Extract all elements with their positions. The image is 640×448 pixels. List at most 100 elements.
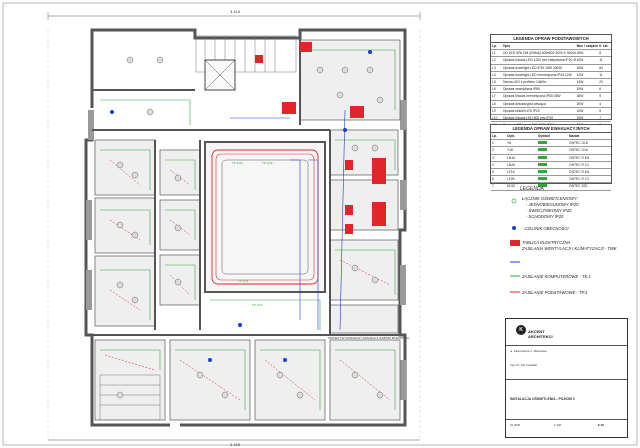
- table-cell: L8: [492, 101, 496, 106]
- legend-title: LEGENDA: [520, 186, 544, 192]
- legend-item: - JEDNOBIEGUNOWY IP20: [526, 202, 579, 207]
- table-cell: LF16: [507, 170, 515, 175]
- title-block: K AKCENT ARCHITEKCI ul. Kasprowicza 1, W…: [505, 318, 628, 438]
- legend-item: - ŚWIECZNIKOWY IP20: [526, 208, 572, 213]
- legend-swatches: [510, 198, 520, 293]
- legend-outlets-title: LEGENDA OPRAW PODSTAWOWYCH: [491, 35, 611, 43]
- table-cell: 84: [599, 65, 603, 70]
- table-cell: 6: [492, 177, 494, 182]
- dimension-bottom: 3 415: [230, 442, 241, 447]
- table-cell: 28W: [576, 51, 584, 56]
- emergency-symbol-icon: [537, 148, 568, 152]
- emergency-symbol-icon: [537, 177, 568, 181]
- table-cell: 5: [599, 108, 602, 113]
- table-cell: 11: [599, 72, 603, 77]
- table-row: 4 LN26 ONTEC R C1: [491, 162, 611, 169]
- legend-emergency-title: LEGENDA OPRAW EWAKUACYJNYCH: [491, 125, 611, 133]
- table-cell: 4: [492, 162, 494, 167]
- address: ul. Kasprowicza 1, Warszawa: [510, 349, 547, 353]
- legend-outlets-header: Lp. Opis Moc / natężenie Il. szt.: [491, 43, 611, 51]
- legend-item: TABLICA ELEKTRYCZNA: [522, 240, 571, 245]
- svg-text:TP 1/13: TP 1/13: [252, 303, 263, 307]
- table-cell: LN26: [507, 162, 515, 167]
- brand-line: ARCHITEKCI: [528, 334, 553, 339]
- table-cell: 5: [492, 170, 494, 175]
- blue-circuits: [230, 109, 346, 331]
- table-cell: LF26: [507, 177, 515, 182]
- table-cell: 14W: [576, 80, 584, 85]
- table-cell: ONTEC R M1: [569, 155, 590, 160]
- date: 07.2020: [510, 423, 521, 427]
- legend-emergency-table: LEGENDA OPRAW EWAKUACYJNYCH Lp. Opis Sym…: [490, 124, 612, 191]
- table-cell: L3: [492, 65, 496, 70]
- table-cell: Y18: [507, 148, 513, 153]
- emergency-symbol-icon: [537, 141, 568, 145]
- col-header: Lp.: [492, 134, 497, 139]
- table-cell: ONTEC R C1: [569, 162, 589, 167]
- red-equipment: [255, 42, 386, 234]
- table-cell: ONTEC S20: [569, 184, 588, 189]
- svg-text:TP 1/02: TP 1/02: [232, 161, 243, 165]
- table-cell: 23: [599, 80, 603, 85]
- table-cell: ONTEC G16: [569, 141, 588, 146]
- legend-item: ZASILANIA WENTYLACJI I KLIMATYZACJI - TW…: [522, 246, 617, 251]
- emergency-symbol-icon: [537, 155, 568, 160]
- col-header: Opis: [507, 134, 515, 139]
- legend-emergency-header: Lp. Opis Symbol Nazwa: [491, 133, 611, 141]
- table-cell: L6: [492, 87, 496, 92]
- table-cell: 8: [599, 51, 602, 56]
- table-cell: Taśma LED z profilem 14W/m: [502, 80, 547, 85]
- table-row: L8 Oprawa dekoracyjna wisząca 20W 4: [491, 101, 611, 108]
- legend-item: - SCHODOWY IP20: [526, 214, 564, 219]
- table-cell: ONTEC R C1: [569, 177, 589, 182]
- table-cell: Oprawa downlight LED IP20 16W 3000K: [502, 65, 563, 70]
- col-header: Symbol: [538, 134, 550, 139]
- col-header: Lp.: [492, 44, 497, 49]
- company-name: AKCENT ARCHITEKCI: [528, 329, 553, 339]
- table-cell: 7: [492, 184, 494, 189]
- table-cell: 12W: [576, 72, 584, 77]
- table-cell: 6: [599, 87, 602, 92]
- table-cell: ONTEC G16: [569, 148, 588, 153]
- table-cell: L1: [492, 51, 496, 56]
- table-cell: 42W: [576, 58, 584, 63]
- emergency-symbol-icon: [537, 170, 568, 174]
- table-cell: 36W: [576, 94, 584, 99]
- table-cell: Oprawa liniowa LED 600 mm IP20: [502, 115, 554, 120]
- table-cell: 10W: [576, 108, 584, 113]
- table-cell: 9: [599, 94, 602, 99]
- col-header: Moc / natężenie: [576, 44, 599, 49]
- table-cell: KD10: [507, 184, 516, 189]
- light-fixtures: [116, 56, 384, 399]
- emergency-symbol-icon: [537, 162, 568, 167]
- table-cell: 20W: [576, 101, 584, 106]
- svg-text:TP 1/03: TP 1/03: [262, 161, 273, 165]
- table-row: 7 KD10 ONTEC S20: [491, 183, 611, 191]
- table-cell: Oprawa dekoracyjna wisząca: [502, 101, 546, 106]
- blue-markers: [110, 50, 372, 362]
- table-cell: L10: [492, 115, 498, 120]
- legend-item: ZASILANIE KOMPUTEROWE - TK.1: [522, 274, 591, 279]
- brand-line: AKCENT: [528, 329, 545, 334]
- emergency-symbol-icon: [537, 184, 568, 188]
- table-cell: 7: [599, 115, 602, 120]
- company-logo: K: [516, 325, 526, 335]
- col-header: Nazwa: [569, 134, 580, 139]
- legend-item: ZASILANIE PODSTAWOWE - TP.1: [522, 290, 588, 295]
- table-cell: 4: [599, 101, 602, 106]
- table-cell: 11: [599, 58, 603, 63]
- table-cell: Oprawa liniowa LED 1200 mm Natynkowa IP2…: [502, 58, 576, 63]
- dimension-top: 3 415: [230, 9, 241, 14]
